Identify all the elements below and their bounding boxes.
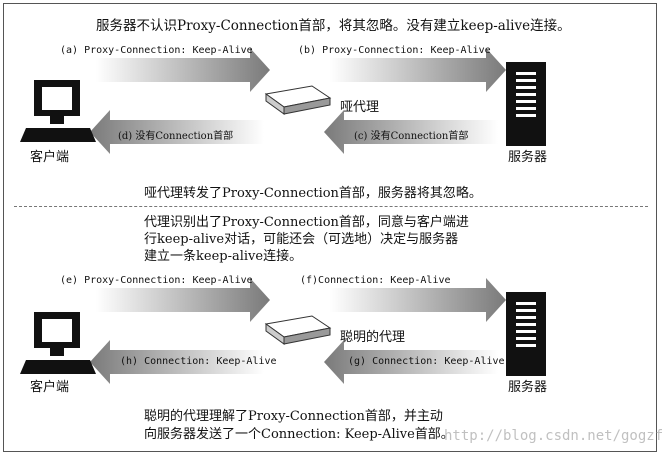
server-label-top: 服务器	[508, 150, 548, 165]
server-icon-top	[506, 62, 546, 146]
dumb-proxy-label: 哑代理	[340, 100, 380, 115]
label-a: (a) Proxy-Connection: Keep-Alive	[60, 45, 253, 56]
label-c: (c) 没有Connection首部	[354, 131, 469, 142]
client-computer-icon-top	[20, 80, 96, 142]
arrow-g	[324, 340, 498, 384]
client-label-top: 客户端	[30, 150, 70, 165]
proxy-icon-bottom	[264, 315, 332, 345]
intro-line-1: 代理识别出了Proxy-Connection首部，同意与客户端进	[144, 215, 469, 230]
label-b: (b) Proxy-Connection: Keep-Alive	[298, 45, 491, 56]
label-f: (f)Connection: Keep-Alive	[300, 275, 451, 286]
intro-line-2: 行keep-alive对话，可能还会（可选地）决定与服务器	[144, 232, 459, 247]
proxy-icon-top	[264, 85, 332, 115]
bottom-caption-2: 向服务器发送了一个Connection: Keep-Alive首部。	[144, 427, 454, 442]
bottom-caption-1: 聪明的代理理解了Proxy-Connection首部，并主动	[144, 409, 443, 424]
arrow-f	[330, 278, 506, 322]
label-d: (d) 没有Connection首部	[118, 131, 234, 142]
arrow-e	[96, 278, 270, 322]
client-computer-icon-bottom	[20, 312, 96, 374]
top-title: 服务器不认识Proxy-Connection首部，将其忽略。没有建立keep-a…	[96, 18, 571, 34]
top-caption: 哑代理转发了Proxy-Connection首部，服务器将其忽略。	[144, 186, 482, 201]
server-label-bottom: 服务器	[508, 380, 548, 395]
section-divider	[14, 206, 648, 207]
arrow-h	[90, 340, 264, 384]
arrow-a	[96, 48, 270, 92]
client-label-bottom: 客户端	[30, 380, 70, 395]
intro-line-3: 建立一条keep-alive连接。	[144, 249, 303, 264]
label-h: (h) Connection: Keep-Alive	[120, 356, 277, 367]
arrow-b	[330, 48, 506, 92]
label-g: (g) Connection: Keep-Alive	[348, 356, 505, 367]
label-e: (e) Proxy-Connection: Keep-Alive	[60, 275, 253, 286]
figure-frame	[3, 3, 657, 452]
smart-proxy-label: 聪明的代理	[340, 330, 406, 345]
arrow-c	[324, 110, 498, 154]
server-icon-bottom	[506, 292, 546, 376]
watermark: http://blog.csdn.net/gogzf	[444, 428, 662, 444]
arrow-d	[90, 110, 264, 154]
